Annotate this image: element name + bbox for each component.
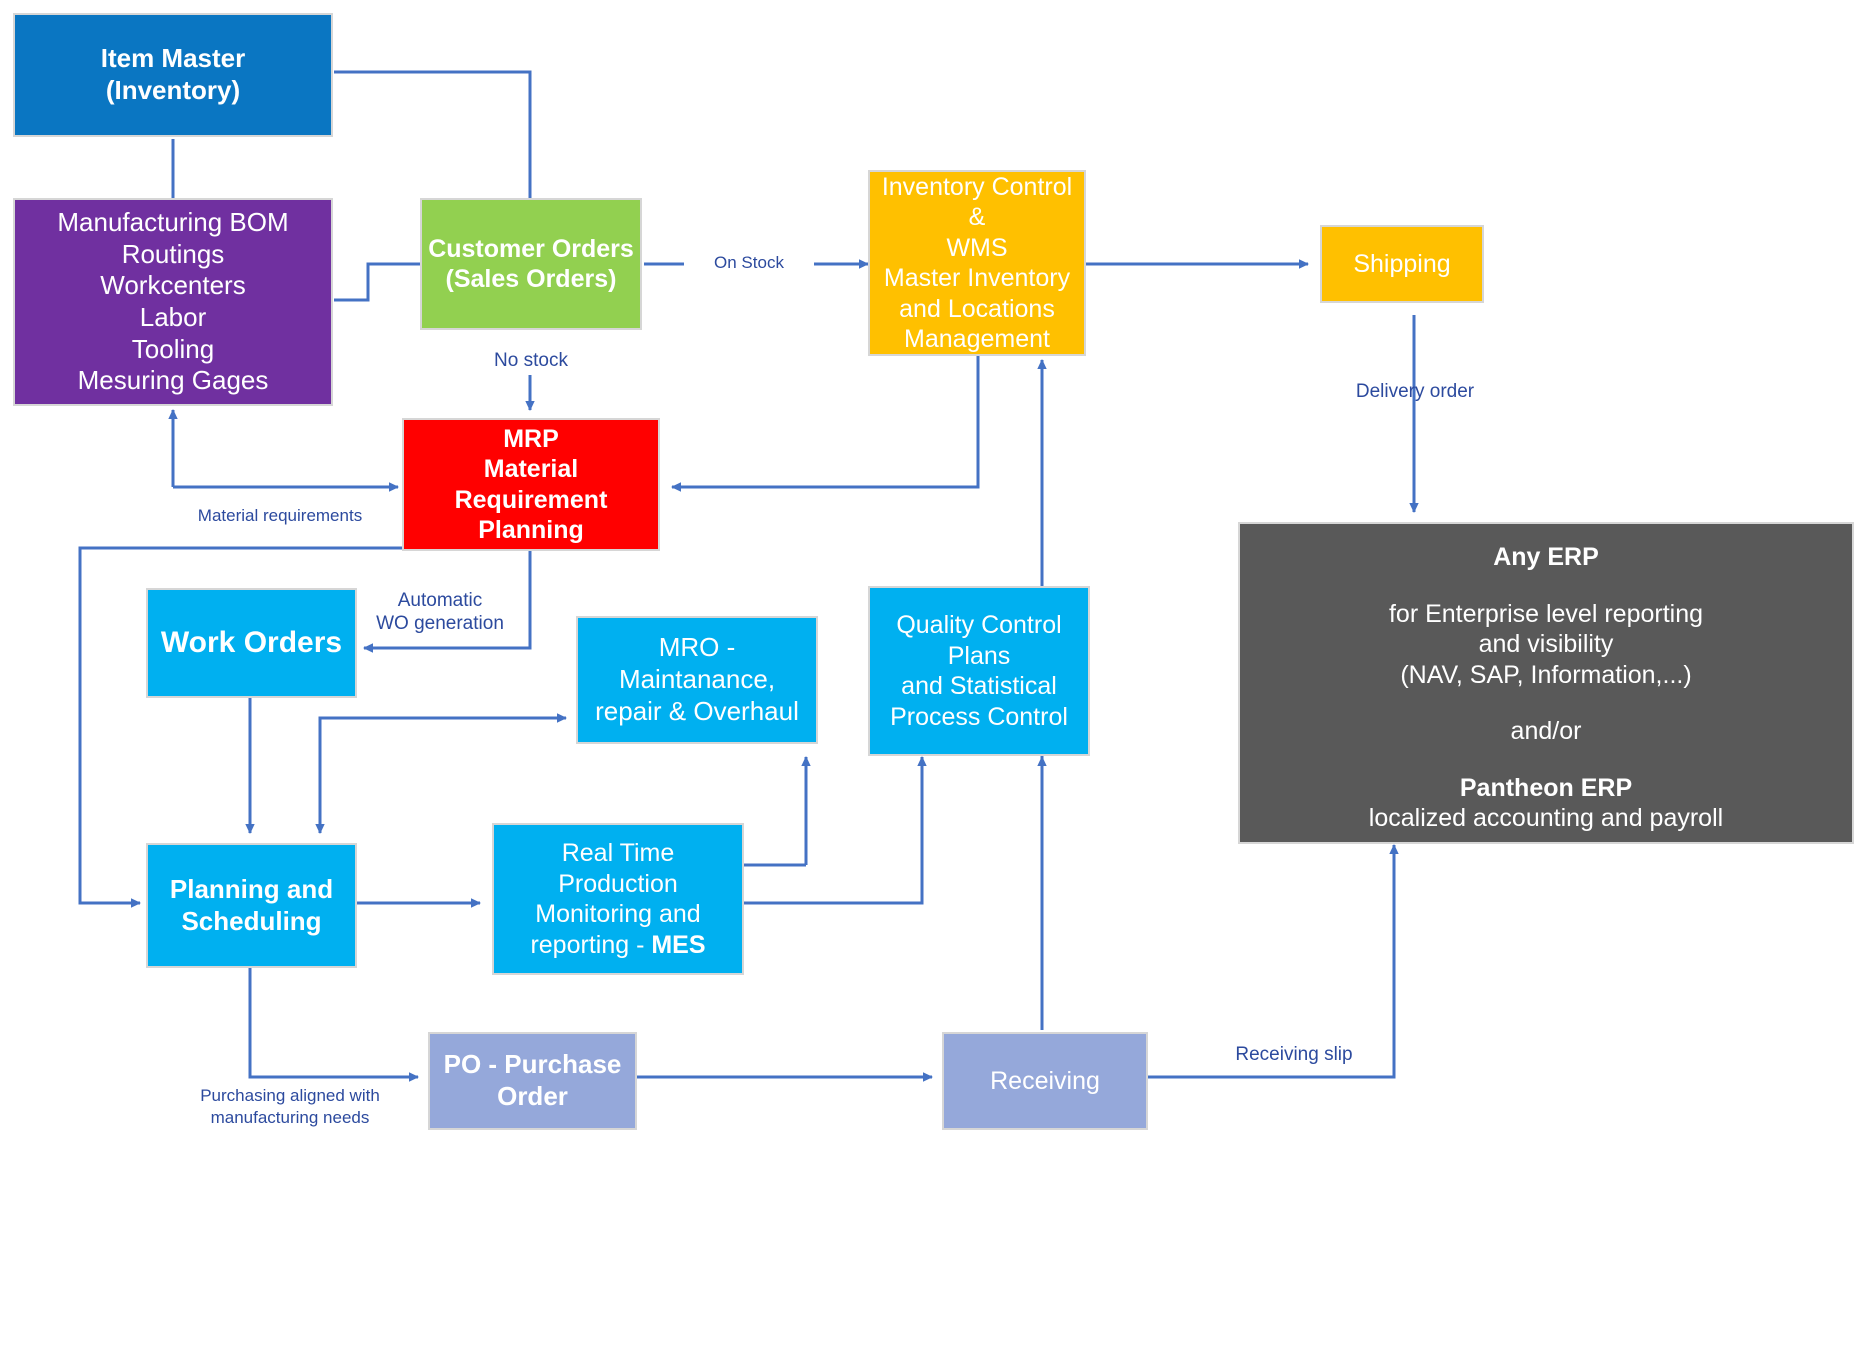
inventory-line-1: Inventory Control & bbox=[881, 172, 1073, 232]
mes-line-1: Real Time Production bbox=[558, 839, 678, 898]
erp-line-5: and/or bbox=[1510, 717, 1582, 745]
erp-line-6: Pantheon ERP bbox=[1459, 773, 1633, 802]
erp-title: Any ERP bbox=[1493, 543, 1599, 571]
bom-line-3: Workcenters bbox=[100, 270, 246, 301]
mes-line-3-mes: MES bbox=[651, 930, 706, 959]
edge-label-delivery-order: Delivery order bbox=[1355, 381, 1475, 402]
qc-line-3: Process Control bbox=[890, 702, 1068, 731]
erp-line-4: (NAV, SAP, Information,...) bbox=[1400, 660, 1692, 689]
bom-line-5: Tooling bbox=[131, 333, 215, 364]
edge-label-receiving-slip: Receiving slip bbox=[1235, 1044, 1353, 1065]
edge-mes-to-qc bbox=[744, 756, 927, 905]
mrp-line-2: Material Requirement bbox=[454, 455, 608, 514]
inventory-line-2: WMS bbox=[946, 233, 1008, 262]
node-manufacturing-bom[interactable]: Manufacturing BOM Routings Workcenters L… bbox=[13, 198, 333, 406]
shipping-label: Shipping bbox=[1353, 249, 1451, 278]
node-shipping[interactable]: Shipping bbox=[1320, 225, 1484, 303]
bom-line-6: Mesuring Gages bbox=[77, 365, 269, 396]
inventory-line-5: Management bbox=[904, 325, 1050, 353]
planning-line-2: Scheduling bbox=[181, 905, 322, 936]
qc-line-1: Quality Control Plans bbox=[896, 611, 1062, 670]
node-mrp[interactable]: MRP Material Requirement Planning bbox=[402, 418, 660, 551]
node-purchase-order[interactable]: PO - Purchase Order bbox=[428, 1032, 637, 1130]
mrp-line-1: MRP bbox=[503, 424, 559, 453]
bom-line-4: Labor bbox=[139, 302, 207, 332]
node-quality-control[interactable]: Quality Control Plans and Statistical Pr… bbox=[868, 586, 1090, 756]
erp-line-3: and visibility bbox=[1478, 630, 1614, 658]
mes-line-2: Monitoring and bbox=[535, 900, 701, 928]
edge-planning-to-po bbox=[248, 968, 419, 1082]
customer-orders-line-2: (Sales Orders) bbox=[445, 265, 617, 293]
edge-label-purchasing-line-2: manufacturing needs bbox=[210, 1108, 370, 1127]
inventory-line-4: and Locations bbox=[899, 294, 1055, 323]
node-receiving[interactable]: Receiving bbox=[942, 1032, 1148, 1130]
node-inventory-control-wms[interactable]: Inventory Control & WMS Master Inventory… bbox=[868, 170, 1086, 356]
item-master-line-2: (Inventory) bbox=[105, 75, 241, 105]
node-planning-scheduling[interactable]: Planning and Scheduling bbox=[146, 843, 357, 968]
planning-line-1: Planning and bbox=[169, 873, 334, 904]
work-orders-label: Work Orders bbox=[160, 625, 343, 659]
edge-label-material-requirements: Material requirements bbox=[197, 506, 363, 525]
mro-line-1: MRO - bbox=[658, 632, 736, 663]
bom-line-2: Routings bbox=[121, 238, 225, 269]
node-work-orders[interactable]: Work Orders bbox=[146, 588, 357, 698]
erp-line-7: localized accounting and payroll bbox=[1368, 804, 1724, 832]
node-customer-orders[interactable]: Customer Orders (Sales Orders) bbox=[420, 198, 642, 330]
receiving-label: Receiving bbox=[990, 1066, 1100, 1095]
mro-line-2: Maintanance, bbox=[618, 664, 776, 695]
customer-orders-line-1: Customer Orders bbox=[428, 234, 634, 263]
mes-line-3-prefix: reporting - bbox=[530, 930, 652, 959]
erp-line-2: for Enterprise level reporting bbox=[1388, 599, 1704, 628]
item-master-line-1: Item Master bbox=[100, 43, 246, 74]
inventory-line-3: Master Inventory bbox=[883, 264, 1071, 292]
node-item-master[interactable]: Item Master (Inventory) bbox=[13, 13, 333, 137]
node-mro[interactable]: MRO - Maintanance, repair & Overhaul bbox=[576, 616, 818, 744]
node-mes[interactable]: Real Time Production Monitoring and repo… bbox=[492, 823, 744, 975]
qc-line-2: and Statistical bbox=[901, 672, 1057, 700]
mrp-line-3: Planning bbox=[478, 516, 584, 544]
edge-label-on-stock: On Stock bbox=[684, 252, 814, 274]
bom-line-1: Manufacturing BOM bbox=[57, 206, 289, 237]
edge-elbow-to-mro bbox=[318, 713, 567, 833]
edge-label-automatic-wo-line-2: WO generation bbox=[376, 613, 504, 634]
edge-label-automatic-wo-line-1: Automatic bbox=[397, 590, 483, 611]
edge-label-purchasing-line-1: Purchasing aligned with bbox=[200, 1086, 380, 1105]
node-any-erp[interactable]: Any ERP for Enterprise level reporting a… bbox=[1238, 522, 1854, 844]
edge-label-no-stock: No stock bbox=[494, 350, 568, 371]
edge-inventory-to-mrp bbox=[671, 356, 980, 492]
po-line-1: PO - Purchase bbox=[443, 1049, 622, 1080]
po-line-2: Order bbox=[497, 1081, 568, 1111]
mro-line-3: repair & Overhaul bbox=[595, 695, 799, 726]
